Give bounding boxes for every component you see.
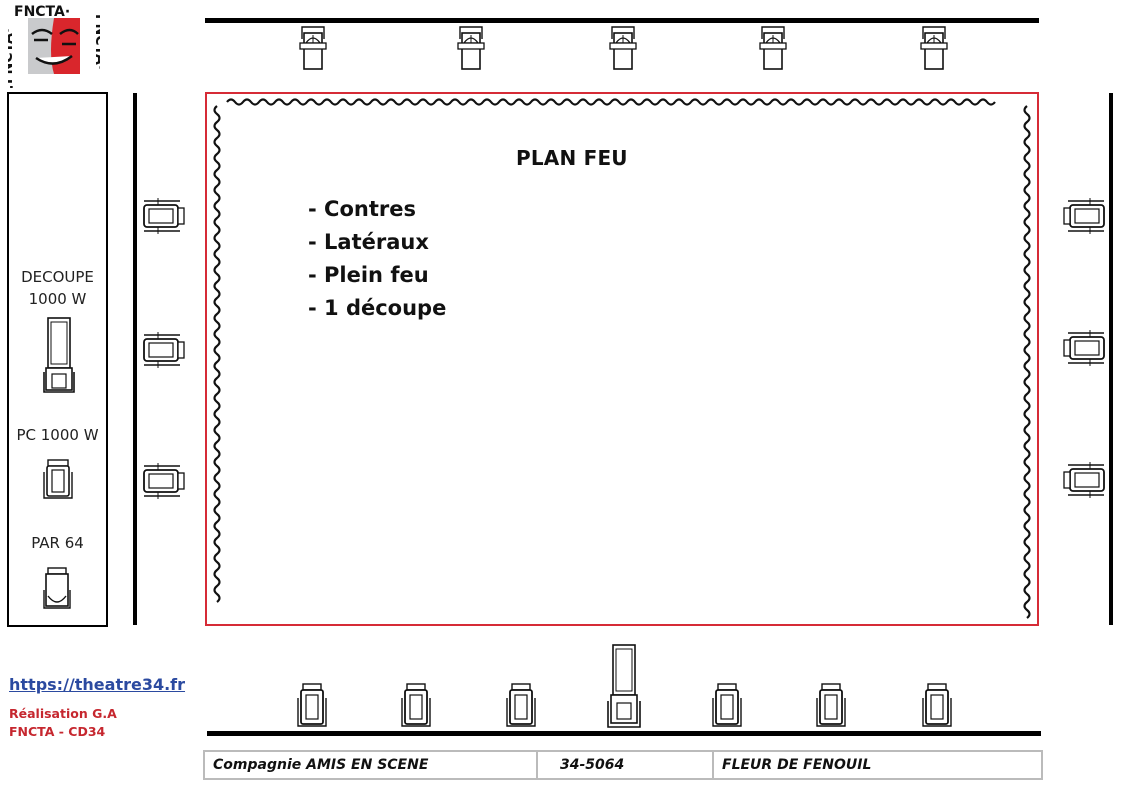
credit-line-2: FNCTA - CD34 [9, 724, 106, 739]
pc-icon [143, 332, 185, 368]
legend-decoupe-label: DECOUPE 1000 W [9, 266, 106, 310]
par64-icon [609, 26, 637, 70]
footer-company: Compagnie AMIS EN SCENE [205, 752, 538, 778]
legend-decoupe-line1: DECOUPE [21, 268, 94, 286]
left-pipe [133, 93, 137, 625]
bottom-batten [207, 731, 1041, 736]
fixture-legend: DECOUPE 1000 W PC 1000 W PAR 64 [7, 92, 108, 627]
legend-par64-label: PAR 64 [31, 534, 84, 552]
plan-item-lateraux: - Latéraux [308, 230, 429, 254]
par64-icon [759, 26, 787, 70]
right-pipe [1109, 93, 1113, 625]
pc-icon [712, 683, 742, 727]
decoupe-icon [43, 317, 75, 393]
curtain-drapes [213, 98, 1031, 619]
footer-code: 34-5064 [538, 752, 714, 778]
pc-icon [1063, 198, 1105, 234]
right-curtain [1023, 105, 1031, 619]
fncta-logo: FNCTA· FNCTA· FNCTA· FNCTA· [8, 4, 100, 88]
pc-icon [143, 198, 185, 234]
stage-area [205, 92, 1039, 626]
plan-list: - Contres - Latéraux - Plein feu - 1 déc… [308, 193, 446, 325]
footer-table: Compagnie AMIS EN SCENE 34-5064 FLEUR DE… [203, 750, 1043, 780]
decoupe-icon [607, 644, 641, 728]
pc-icon [506, 683, 536, 727]
credit-line-1: Réalisation G.A [9, 706, 117, 721]
pc-icon [922, 683, 952, 727]
svg-text:FNCTA·: FNCTA· [8, 82, 14, 88]
top-batten [205, 18, 1039, 23]
svg-text:FNCTA·: FNCTA· [14, 4, 70, 20]
pc-icon [297, 683, 327, 727]
top-curtain [226, 98, 996, 106]
theatre34-link[interactable]: https://theatre34.fr [9, 675, 186, 694]
plan-title: PLAN FEU [516, 146, 628, 170]
legend-pc-label: PC 1000 W [16, 426, 99, 444]
pc-icon [43, 459, 73, 499]
svg-text:FNCTA·: FNCTA· [8, 28, 16, 84]
plan-item-contres: - Contres [308, 197, 416, 221]
pc-icon [401, 683, 431, 727]
left-curtain [213, 105, 221, 603]
pc-icon [1063, 330, 1105, 366]
par64-icon [457, 26, 485, 70]
par64-icon [920, 26, 948, 70]
pc-icon [1063, 462, 1105, 498]
plan-item-decoupe: - 1 découpe [308, 296, 447, 320]
legend-decoupe-line2: 1000 W [28, 290, 87, 308]
pc-icon [143, 463, 185, 499]
footer-title: FLEUR DE FENOUIL [722, 757, 872, 773]
plan-item-plein-feu: - Plein feu [308, 263, 429, 287]
svg-text:FNCTA·: FNCTA· [92, 14, 100, 70]
par64-icon [299, 26, 327, 70]
pc-icon [816, 683, 846, 727]
par64-icon [43, 567, 71, 609]
